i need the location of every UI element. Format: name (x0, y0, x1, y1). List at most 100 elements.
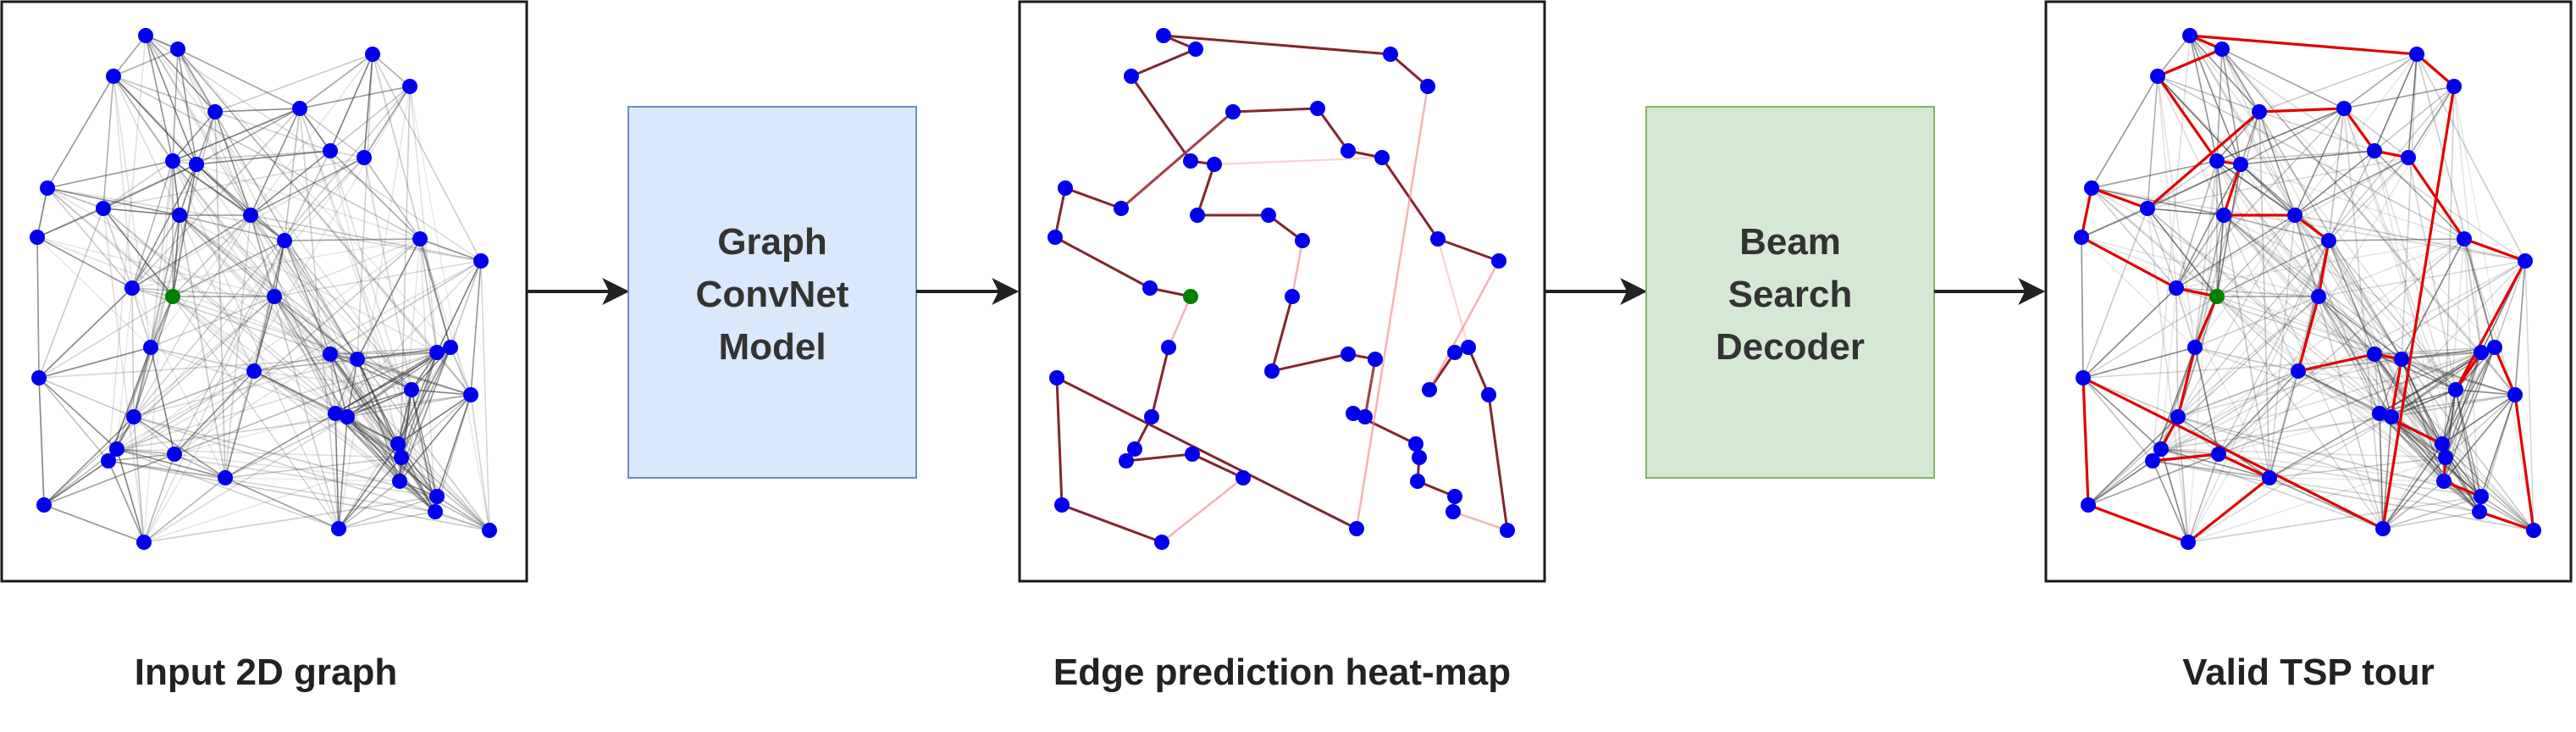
graph-edge (108, 238, 421, 462)
graph-edge (299, 53, 373, 109)
graph-edge (150, 111, 216, 348)
graph-edge (43, 352, 438, 506)
graph-edge (253, 358, 358, 372)
graph-edge (2175, 287, 2196, 348)
graph-node (2170, 409, 2186, 424)
graph-edge (2443, 480, 2480, 513)
graph-edge (38, 377, 135, 418)
heatmap-edge-weak (1213, 156, 1383, 166)
graph-node (1261, 208, 1276, 223)
graph-edge (2152, 460, 2480, 513)
graph-edge (2379, 358, 2402, 414)
graph-edge (131, 157, 365, 289)
graph-edge (102, 208, 133, 289)
start-node (1183, 289, 1198, 304)
graph-edge (2343, 86, 2455, 109)
tour-edge (2317, 240, 2330, 297)
graph-edge (2258, 111, 2296, 216)
graph-edge (2382, 416, 2392, 530)
graph-edge (436, 260, 482, 353)
graph-node (1264, 363, 1280, 379)
graph-edge (196, 164, 285, 241)
graph-edge (133, 296, 275, 418)
graph-edge (2297, 370, 2380, 414)
graph-node (1461, 340, 1476, 355)
graph-edge (131, 214, 180, 289)
graph-edge (284, 240, 412, 391)
graph-edge (108, 370, 255, 462)
graph-edge (108, 460, 490, 531)
graph-node (2487, 340, 2502, 355)
graph-node (2507, 387, 2523, 402)
graph-edge (357, 53, 373, 360)
graph-node (1183, 153, 1198, 169)
graph-node (2436, 474, 2452, 489)
decoder-label-line1: Beam (1739, 221, 1841, 263)
graph-edge (145, 35, 216, 113)
graph-edge (113, 48, 179, 77)
graph-edge (43, 296, 275, 506)
graph-node (1119, 453, 1134, 469)
graph-edge (177, 48, 301, 109)
graph-edge (2160, 448, 2446, 458)
graph-edge (2294, 108, 2345, 216)
caption-heatmap: Edge prediction heat-map (1053, 652, 1511, 693)
graph-edge (2455, 389, 2482, 497)
graph-edge (2152, 460, 2270, 479)
graph-edge (2194, 160, 2218, 348)
graph-edge (2187, 496, 2482, 543)
graph-edge (179, 214, 412, 391)
graph-node (357, 150, 372, 165)
graph-edge (116, 352, 438, 450)
model-label-line1: Graph (717, 221, 827, 263)
graph-edge (2269, 457, 2446, 479)
graph-edge (2453, 86, 2482, 353)
graph-edge (372, 53, 482, 262)
graph-edge (2218, 370, 2299, 455)
graph-edge (2240, 108, 2345, 165)
graph-node (2375, 521, 2391, 536)
graph-edge (2240, 164, 2330, 241)
graph-edge (2147, 208, 2225, 216)
graph-edge (179, 214, 226, 479)
start-node (2209, 289, 2225, 304)
graph-edge (2216, 111, 2260, 162)
graph-edge (174, 413, 336, 455)
heatmap-edge (1055, 377, 1064, 506)
graph-edge (2216, 296, 2299, 372)
graph-edge (2091, 187, 2445, 482)
graph-edge (2269, 370, 2299, 479)
graph-node (2150, 69, 2165, 84)
graph-edge (2152, 460, 2535, 531)
graph-edge (363, 53, 373, 158)
graph-edge (133, 358, 358, 418)
heatmap-edge (1053, 187, 1067, 238)
graph-edge (177, 48, 472, 396)
graph-edge (2216, 48, 2223, 162)
graph-edge (2160, 352, 2482, 450)
graph-edge (2318, 296, 2392, 418)
graph-edge (102, 208, 174, 297)
graph-edge (338, 416, 348, 530)
graph-node (2311, 289, 2326, 304)
graph-edge (274, 260, 482, 297)
graph-node (473, 253, 489, 269)
graph-edge (2297, 370, 2480, 513)
graph-edge (133, 214, 180, 418)
graph-edge (274, 296, 348, 418)
graph-node (1368, 352, 1383, 367)
graph-edge (177, 48, 216, 113)
graph-edge (334, 260, 482, 414)
graph-edge (357, 238, 421, 360)
graph-edge (253, 353, 331, 372)
graph-edge (36, 236, 358, 360)
decoder-label-line3: Decoder (1716, 326, 1865, 368)
graph-edge (346, 394, 472, 418)
graph-node (30, 230, 45, 245)
graph-edge (2441, 394, 2516, 445)
graph-edge (2524, 260, 2535, 531)
tour-edge (2463, 237, 2526, 263)
graph-node (1185, 446, 1200, 462)
graph-edge (2177, 358, 2402, 418)
graph-edge (363, 157, 412, 391)
